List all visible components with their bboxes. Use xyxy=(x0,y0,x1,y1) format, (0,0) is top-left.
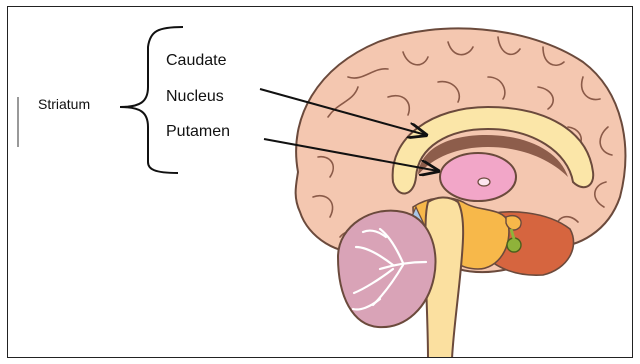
label-striatum: Striatum xyxy=(38,96,90,112)
brain-diagram xyxy=(8,7,633,358)
label-putamen: Putamen xyxy=(166,123,230,141)
figure-frame: Striatum Caudate Nucleus Putamen xyxy=(7,6,633,358)
thalamus xyxy=(440,153,516,201)
pituitary-gland xyxy=(507,238,521,252)
label-caudate: Caudate xyxy=(166,52,227,70)
massa-intermedia xyxy=(478,178,490,186)
pituitary xyxy=(506,216,521,230)
label-nucleus: Nucleus xyxy=(166,88,224,106)
